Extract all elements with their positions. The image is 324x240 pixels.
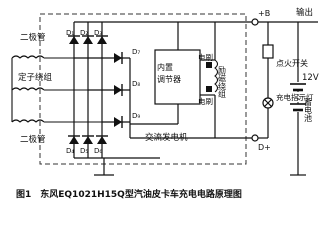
brush-upper (206, 62, 212, 68)
terminal-d-node (251, 134, 259, 142)
label-terminal-b: +B (258, 9, 270, 18)
ignition-switch (262, 44, 274, 59)
label-regulator-1: 内置 (157, 62, 173, 72)
external-circuit (258, 21, 318, 176)
alternator-housing (39, 13, 247, 165)
label-diode-pos: 二极管 (20, 32, 46, 43)
label-d7: D₇ (132, 48, 140, 56)
diode-d9 (113, 115, 123, 129)
label-brush-upper: 电刷 (198, 52, 213, 62)
label-terminal-d: D+ (258, 143, 271, 152)
diode-d2 (81, 35, 95, 45)
label-d5: D₅ (80, 147, 88, 155)
field-winding-coil (214, 59, 219, 93)
diode-d5 (81, 135, 95, 145)
label-output: 输出 (296, 7, 313, 18)
label-d8: D₈ (132, 80, 140, 88)
label-charge-lamp: 充电指示灯 (276, 92, 314, 102)
battery-icon (290, 83, 306, 112)
label-d3: D₃ (94, 29, 102, 37)
diode-d6 (95, 135, 109, 145)
label-d1: D₁ (66, 29, 74, 37)
label-stator-winding: 定子绕组 (18, 72, 53, 83)
label-battery-voltage: 12V (302, 73, 319, 83)
schematic-canvas: 二极管 二极管 定子绕组 交流发电机 D₁ D₂ D₃ D₄ D₅ D₆ D₇ … (11, 7, 319, 200)
diode-d4 (67, 135, 81, 145)
diode-d7 (113, 51, 123, 65)
label-alternator: 交流发电机 (145, 132, 188, 143)
diode-d8 (113, 83, 123, 97)
label-diode-neg: 二极管 (20, 134, 46, 145)
label-d6: D₆ (94, 147, 102, 155)
charge-lamp-icon (262, 97, 274, 109)
label-ignition-switch: 点火开关 (276, 58, 308, 68)
stator-winding-coils (11, 55, 102, 123)
label-field-winding: 励磁绕组 (218, 66, 227, 98)
regulator-box (154, 49, 201, 105)
diode-d1 (67, 35, 81, 45)
circuit-diagram: 二极管 二极管 定子绕组 交流发电机 D₁ D₂ D₃ D₄ D₅ D₆ D₇ … (11, 7, 319, 200)
label-brush-lower: 电刷 (198, 96, 213, 106)
label-battery: 蓄电池 (304, 97, 313, 122)
figure-caption: 图1 东风EQ1021H15Q型汽油皮卡车充电电路原理图 (16, 188, 242, 200)
diode-d3 (95, 35, 109, 45)
label-d9: D₉ (132, 112, 140, 120)
brush-lower (206, 86, 212, 92)
label-regulator-2: 调节器 (157, 75, 181, 84)
terminal-b-node (251, 18, 259, 26)
label-d4: D₄ (66, 147, 74, 155)
label-d2: D₂ (80, 29, 88, 37)
